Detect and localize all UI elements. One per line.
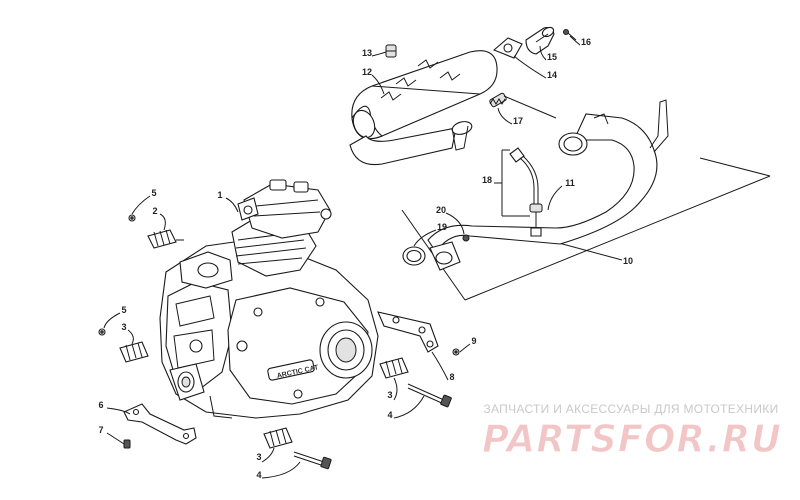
callout-7: 7 <box>98 425 103 435</box>
gasket-14 <box>492 37 523 59</box>
callout-10: 10 <box>623 256 633 266</box>
watermark-logo: PARTSFOR.RU <box>482 417 782 461</box>
bolt-4b <box>293 451 332 470</box>
callout-3: 3 <box>387 390 392 400</box>
spark-arrestor-15 <box>525 26 555 55</box>
engine-mount-3a <box>119 341 149 363</box>
callout-3: 3 <box>256 452 261 462</box>
callout-6: 6 <box>98 400 103 410</box>
grommet-13 <box>385 44 397 58</box>
callout-15: 15 <box>547 52 557 62</box>
mount-bracket-8 <box>377 311 439 353</box>
callout-17: 17 <box>513 116 523 126</box>
engine-mount-3b <box>379 357 409 379</box>
callout-16: 16 <box>581 37 591 47</box>
nut-5b <box>98 328 106 336</box>
callout-3: 3 <box>121 322 126 332</box>
callout-13: 13 <box>362 48 372 58</box>
engine-mount-3c <box>263 427 293 449</box>
nut-9 <box>452 348 460 356</box>
callout-5: 5 <box>121 305 126 315</box>
engine-mount-2 <box>147 229 184 249</box>
callout-14: 14 <box>547 70 557 80</box>
callout-9: 9 <box>471 336 476 346</box>
screw-16 <box>563 29 577 41</box>
callout-4: 4 <box>256 470 261 480</box>
header-pipe <box>427 99 669 271</box>
callout-18: 18 <box>482 175 492 185</box>
engine: ARCTIC CAT <box>159 179 379 419</box>
callout-1: 1 <box>217 190 222 200</box>
watermark-subtitle: ЗАПЧАСТИ И АКСЕССУАРЫ ДЛЯ МОТОТЕХНИКИ <box>483 402 779 416</box>
nut-20 <box>462 234 470 242</box>
callout-19: 19 <box>437 222 447 232</box>
mount-bracket-6 <box>123 403 197 445</box>
screw-7 <box>123 439 131 449</box>
bolt-4a <box>407 383 452 408</box>
callout-5: 5 <box>151 188 156 198</box>
nut-5a <box>128 214 136 222</box>
callout-4: 4 <box>387 410 392 420</box>
callout-8: 8 <box>449 372 454 382</box>
spring-17 <box>489 92 557 119</box>
callout-2: 2 <box>152 206 157 216</box>
leader-lines <box>103 35 581 479</box>
muffler <box>349 50 498 166</box>
gasket-ring-19 <box>402 246 426 266</box>
callout-11: 11 <box>565 178 575 188</box>
callout-20: 20 <box>436 205 446 215</box>
oxygen-sensor-18 <box>509 147 543 237</box>
callout-12: 12 <box>362 67 372 77</box>
